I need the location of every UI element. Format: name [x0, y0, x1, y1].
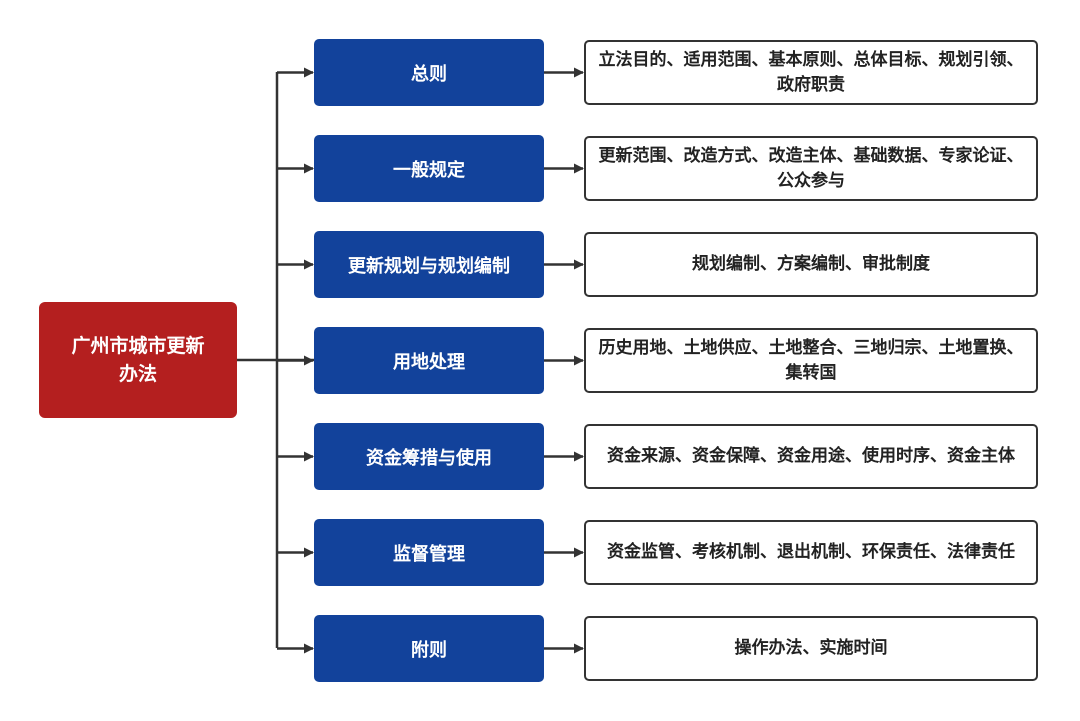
category-label: 更新规划与规划编制 — [348, 255, 510, 277]
category-label: 资金筹措与使用 — [366, 447, 492, 469]
detail-node-supervision: 资金监管、考核机制、退出机制、环保责任、法律责任 — [584, 520, 1038, 585]
category-node-general-principles: 总则 — [314, 39, 544, 106]
category-label: 用地处理 — [393, 351, 465, 373]
category-node-supplementary: 附则 — [314, 615, 544, 682]
detail-text: 资金来源、资金保障、资金用途、使用时序、资金主体 — [607, 446, 1015, 466]
detail-text: 更新范围、改造方式、改造主体、基础数据、专家论证、公众参与 — [598, 145, 1024, 191]
category-node-land-handling: 用地处理 — [314, 327, 544, 394]
root-label: 广州市城市更新办法 — [71, 335, 205, 385]
category-label: 附则 — [411, 639, 447, 661]
category-node-general-provisions: 一般规定 — [314, 135, 544, 202]
category-label: 一般规定 — [393, 159, 465, 181]
detail-text: 立法目的、适用范围、基本原则、总体目标、规划引领、政府职责 — [598, 49, 1024, 95]
category-node-funding: 资金筹措与使用 — [314, 423, 544, 490]
detail-node-funding: 资金来源、资金保障、资金用途、使用时序、资金主体 — [584, 424, 1038, 489]
detail-text: 历史用地、土地供应、土地整合、三地归宗、土地置换、集转国 — [598, 337, 1024, 383]
detail-node-land-handling: 历史用地、土地供应、土地整合、三地归宗、土地置换、集转国 — [584, 328, 1038, 393]
category-label: 总则 — [411, 63, 447, 85]
detail-text: 规划编制、方案编制、审批制度 — [692, 254, 930, 274]
detail-text: 操作办法、实施时间 — [734, 638, 888, 658]
detail-text: 资金监管、考核机制、退出机制、环保责任、法律责任 — [607, 542, 1015, 562]
detail-node-renewal-planning: 规划编制、方案编制、审批制度 — [584, 232, 1038, 297]
category-node-supervision: 监督管理 — [314, 519, 544, 586]
category-node-renewal-planning: 更新规划与规划编制 — [314, 231, 544, 298]
category-label: 监督管理 — [393, 543, 465, 565]
detail-node-general-principles: 立法目的、适用范围、基本原则、总体目标、规划引领、政府职责 — [584, 40, 1038, 105]
root-node: 广州市城市更新办法 — [39, 302, 237, 418]
detail-node-general-provisions: 更新范围、改造方式、改造主体、基础数据、专家论证、公众参与 — [584, 136, 1038, 201]
detail-node-supplementary: 操作办法、实施时间 — [584, 616, 1038, 681]
